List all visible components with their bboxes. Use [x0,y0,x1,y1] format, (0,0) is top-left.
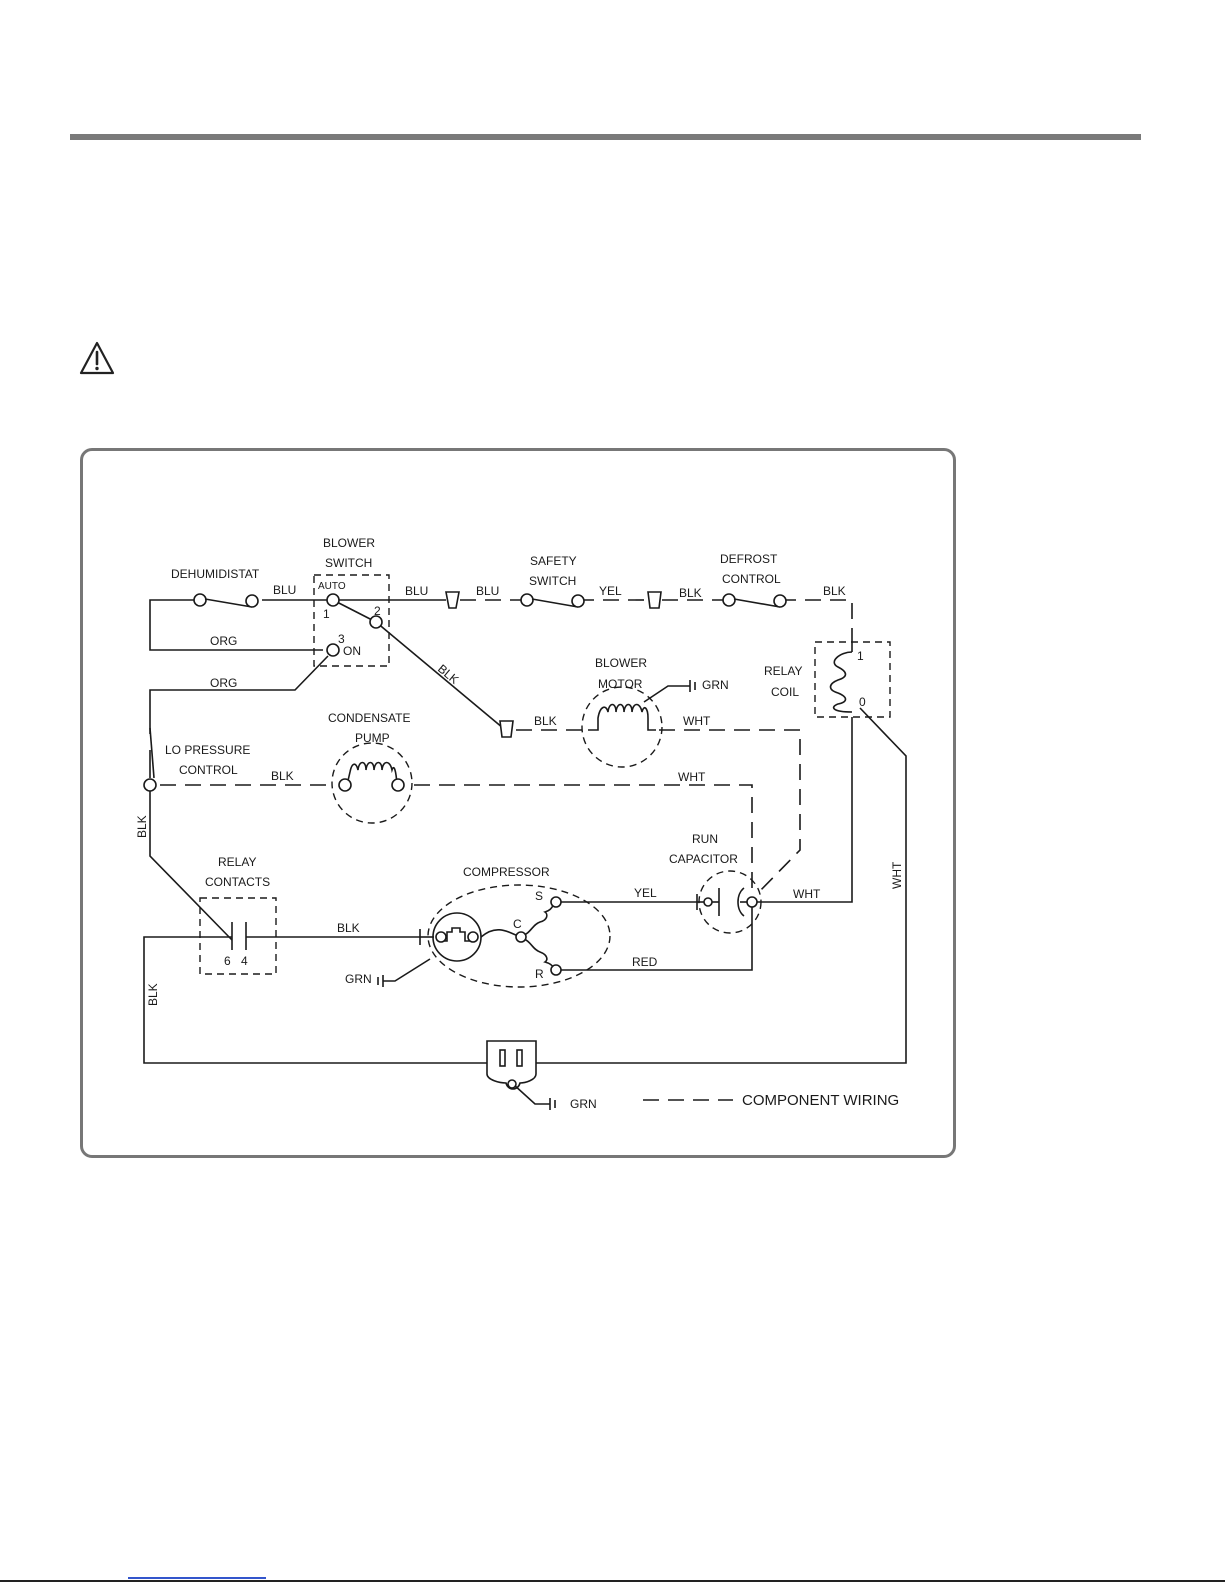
component-labels: DEHUMIDISTAT BLOWER SWITCH AUTO 1 2 3 ON… [165,536,866,981]
safety-switch-label: SAFETY [530,554,577,568]
blower-motor-label-2: MOTOR [598,677,643,691]
switch-pos-1: 1 [323,607,330,621]
run-capacitor-label: RUN [692,832,718,846]
defrost-control-label: DEFROST [720,552,778,566]
terminal-r: R [535,967,544,981]
contact-4: 4 [241,954,248,968]
blower-motor-symbol [588,705,656,731]
legend-label: COMPONENT WIRING [742,1092,899,1109]
wire-label-blk: BLK [135,815,149,838]
wire-label-org: ORG [210,676,237,690]
wire-label-wht: WHT [678,770,706,784]
wire-label-blu: BLU [273,583,296,597]
wire-label-wht: WHT [793,887,821,901]
wire-label-grn: GRN [345,972,372,986]
component-outlines [200,575,890,987]
contact-6: 6 [224,954,231,968]
switch-auto-label: AUTO [318,581,346,592]
switch-on-label: ON [343,644,361,658]
wire-label-yel: YEL [599,584,622,598]
wire-label-wht: WHT [890,861,904,889]
terminal-s: S [535,889,543,903]
wire-label-blu: BLU [476,584,499,598]
dehumidistat-label: DEHUMIDISTAT [171,567,260,581]
blower-motor-label: BLOWER [595,656,647,670]
safety-switch-label-2: SWITCH [529,574,576,588]
wire-label-blk: BLK [146,983,160,1006]
wire-label-red: RED [632,955,658,969]
relay-coil-label: RELAY [764,664,802,678]
compressor-label: COMPRESSOR [463,865,550,879]
condensate-pump-label-2: PUMP [355,731,390,745]
wire-label-blk: BLK [679,586,702,600]
wire-label-wht: WHT [683,714,711,728]
wire-label-yel: YEL [634,886,657,900]
relay-contacts-symbol [232,922,246,950]
compressor-symbol [433,897,561,975]
relay-contacts-label: RELAY [218,855,256,869]
relay-coil-label-2: COIL [771,685,799,699]
condensate-pump-symbol [339,763,404,792]
blower-switch-label-2: SWITCH [325,556,372,570]
wire-label-blu: BLU [405,584,428,598]
blower-switch-label: BLOWER [323,536,375,550]
wire-labels: BLU BLU BLU YEL BLK BLK ORG ORG BLK BLK … [135,583,904,1111]
wire-label-grn: GRN [702,678,729,692]
run-capacitor-symbol [704,888,757,916]
wire-label-blk: BLK [435,662,461,687]
defrost-control-label-2: CONTROL [722,572,781,586]
wire-label-grn: GRN [570,1097,597,1111]
lo-pressure-label-2: CONTROL [179,763,238,777]
wire-label-org: ORG [210,634,237,648]
switch-pos-2: 2 [374,604,381,618]
component-wiring [160,600,852,897]
coil-terminal-1: 1 [857,649,864,663]
switch-contacts [144,594,786,791]
relay-contacts-label-2: CONTACTS [205,875,270,889]
footer-link-underline[interactable] [128,1577,266,1579]
coil-terminal-0: 0 [859,695,866,709]
terminal-c: C [513,917,522,931]
footer-rule [0,1580,1225,1582]
wire-label-blk: BLK [823,584,846,598]
wire-label-blk: BLK [271,769,294,783]
lo-pressure-label: LO PRESSURE [165,743,250,757]
wire-label-blk: BLK [534,714,557,728]
relay-coil-symbol [831,640,853,712]
legend: COMPONENT WIRING [643,1092,899,1109]
run-capacitor-label-2: CAPACITOR [669,852,738,866]
power-outlet-icon [487,1041,536,1089]
wire-label-blk: BLK [337,921,360,935]
condensate-pump-label: CONDENSATE [328,711,410,725]
